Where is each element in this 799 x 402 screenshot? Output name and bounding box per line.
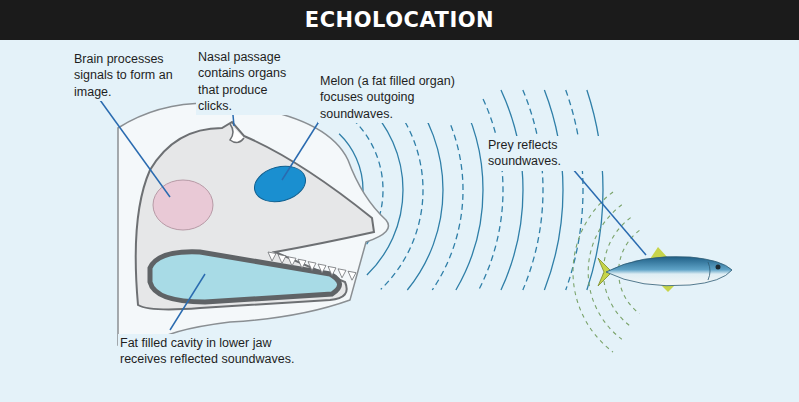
tooth [298,259,306,268]
callout-label: Prey reflects soundwaves. [486,136,630,171]
callout-label: Fat filled cavity in lower jaw receives … [118,334,307,369]
sound-wave [367,105,403,275]
sound-wave [479,90,503,290]
sound-wave [523,90,543,290]
melon [250,161,309,207]
skull [136,122,374,309]
sound-wave [544,90,563,290]
tooth [318,264,326,273]
callout-label: Nasal passage contains organs that produ… [196,48,304,115]
teeth [268,252,356,280]
tooth [268,252,276,261]
sound-wave [501,90,523,290]
dolphin-head [118,103,389,345]
brain [153,180,213,230]
tooth [308,262,316,271]
callout-label: Brain processes signals to form an image… [72,50,198,101]
sound-wave [566,90,583,290]
callout-label: Melon (a fat filled organ) focuses outgo… [318,72,482,123]
tooth [328,266,336,275]
prey-fish [598,247,732,292]
jaw-cavity [150,252,340,302]
tooth [338,269,346,278]
tooth [278,254,286,263]
nasal-passage [230,124,244,143]
tooth [348,271,356,280]
title: ECHOLOCATION [0,0,799,40]
tooth [288,257,296,266]
leader-lines [100,100,646,330]
